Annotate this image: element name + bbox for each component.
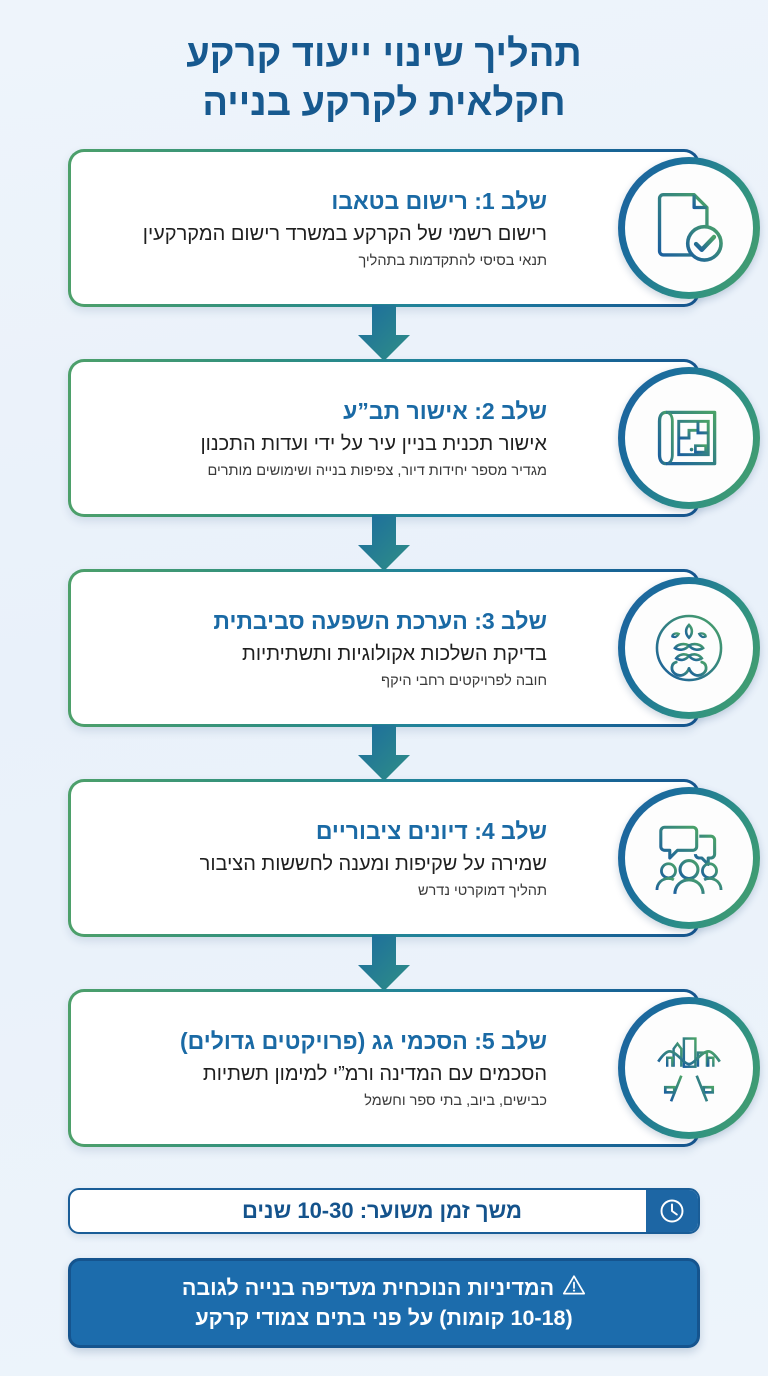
tree-icon — [655, 614, 723, 682]
arrow-down-icon — [358, 725, 410, 782]
connector-arrow-3 — [0, 725, 768, 783]
blueprint-icon — [657, 410, 717, 466]
duration-label: משך זמן משוער: 10-30 שנים — [241, 1198, 523, 1223]
step-4-badge — [618, 787, 760, 930]
arrow-down-icon — [358, 935, 410, 992]
step-5-card[interactable]: שלב 5: הסכמי גג (פרויקטים גדולים) הסכמים… — [68, 989, 700, 1148]
page-title: תהליך שינוי ייעוד קרקע חקלאית לקרקע בניי… — [0, 0, 768, 127]
policy-warning-banner: המדיניות הנוכחית מעדיפה בנייה לגובה (10-… — [68, 1258, 700, 1348]
page-title-line-1: תהליך שינוי ייעוד קרקע — [186, 33, 582, 75]
document-check-icon — [657, 193, 723, 263]
duration-bar: משך זמן משוער: 10-30 שנים — [68, 1188, 700, 1234]
connector-arrow-4 — [0, 935, 768, 993]
bridge-city-icon — [657, 1033, 721, 1103]
arrow-down-icon — [358, 305, 410, 362]
step-4-heading: שלב 4: דיונים ציבוריים — [315, 817, 547, 844]
step-4-description: שמירה על שקיפות ומענה לחששות הציבור — [199, 853, 547, 876]
step-3: שלב 3: הערכת השפעה סביבתית בדיקת השלכות … — [0, 569, 768, 782]
duration-icon-box — [646, 1190, 698, 1232]
public-discussion-icon — [655, 825, 723, 895]
step-5-badge — [618, 997, 760, 1140]
step-2-card[interactable]: שלב 2: אישור תב”ע אישור תכנית בניין עיר … — [68, 359, 700, 518]
step-4: שלב 4: דיונים ציבוריים שמירה על שקיפות ו… — [0, 779, 768, 992]
step-3-description: בדיקת השלכות אקולוגיות ותשתיתיות — [242, 643, 547, 666]
step-2-description: אישור תכנית בניין עיר על ידי ועדות התכנו… — [200, 433, 547, 456]
step-1: שלב 1: רישום בטאבו רישום רשמי של הקרקע ב… — [0, 149, 768, 362]
steps-list: שלב 1: רישום בטאבו רישום רשמי של הקרקע ב… — [0, 149, 768, 1199]
step-1-heading: שלב 1: רישום בטאבו — [331, 187, 547, 214]
step-1-note: תנאי בסיסי להתקדמות בתהליך — [358, 253, 547, 270]
connector-arrow-2 — [0, 515, 768, 573]
step-4-note: תהליך דמוקרטי נדרש — [417, 883, 547, 900]
step-4-card[interactable]: שלב 4: דיונים ציבוריים שמירה על שקיפות ו… — [68, 779, 700, 938]
step-1-card[interactable]: שלב 1: רישום בטאבו רישום רשמי של הקרקע ב… — [68, 149, 700, 308]
step-5-heading: שלב 5: הסכמי גג (פרויקטים גדולים) — [179, 1027, 547, 1054]
connector-arrow-1 — [0, 305, 768, 363]
step-2-badge — [618, 367, 760, 510]
step-2-heading: שלב 2: אישור תב”ע — [343, 397, 547, 424]
warning-triangle-icon — [562, 1273, 586, 1304]
warning-line-2: (10-18 קומות) על פני בתים צמודי קרקע — [195, 1306, 573, 1331]
step-5-description: הסכמים עם המדינה ורמ”י למימון תשתיות — [202, 1063, 547, 1086]
arrow-down-icon — [358, 515, 410, 572]
clock-icon — [660, 1199, 684, 1223]
step-1-badge — [618, 157, 760, 300]
step-3-card[interactable]: שלב 3: הערכת השפעה סביבתית בדיקת השלכות … — [68, 569, 700, 728]
step-5-note: כבישים, ביוב, בתי ספר וחשמל — [364, 1093, 547, 1110]
step-1-description: רישום רשמי של הקרקע במשרד רישום המקרקעין — [142, 223, 547, 246]
step-2-note: מגדיר מספר יחידות דיור, צפיפות בנייה ושי… — [207, 463, 547, 480]
page-title-line-2: חקלאית לקרקע בנייה — [202, 81, 566, 124]
step-3-badge — [618, 577, 760, 720]
step-3-note: חובה לפרויקטים רחבי היקף — [381, 673, 547, 690]
step-5: שלב 5: הסכמי גג (פרויקטים גדולים) הסכמים… — [0, 989, 768, 1199]
step-3-heading: שלב 3: הערכת השפעה סביבתית — [213, 607, 547, 634]
step-2: שלב 2: אישור תב”ע אישור תכנית בניין עיר … — [0, 359, 768, 572]
warning-line-1: המדיניות הנוכחית מעדיפה בנייה לגובה — [181, 1276, 555, 1300]
